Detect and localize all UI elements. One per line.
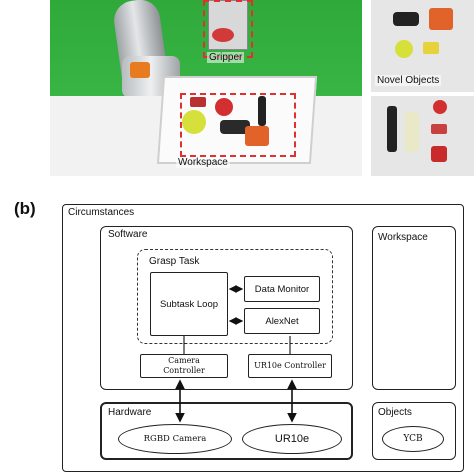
object-drill — [245, 126, 269, 146]
object-mug-small — [431, 146, 447, 162]
object-bottle-small — [405, 112, 419, 152]
grasp-task-box — [137, 249, 333, 344]
objects-box — [372, 402, 456, 460]
ur10e-label: UR10e — [274, 433, 310, 445]
robot-sticker — [130, 62, 150, 78]
camera-controller-label-line1: Camera — [168, 356, 200, 365]
alexnet-label: AlexNet — [265, 315, 299, 327]
novel-objects-label: Novel Objects — [375, 75, 442, 86]
object-spatula-small — [387, 106, 397, 152]
software-box — [100, 226, 353, 390]
grasp-task-title: Grasp Task — [149, 256, 200, 267]
hardware-box — [100, 402, 353, 460]
object-red-ball — [212, 28, 234, 42]
object-red-ball-small — [433, 100, 447, 114]
workspace-box — [372, 226, 456, 390]
object-clamp-small — [393, 12, 419, 26]
circumstances-box — [62, 204, 464, 472]
ycb-label: YCB — [403, 434, 423, 444]
object-box-small — [431, 124, 447, 134]
alexnet-box: AlexNet — [244, 308, 320, 334]
object-drill-small — [429, 8, 453, 30]
object-tennis-ball — [182, 110, 206, 134]
data-monitor-label: Data Monitor — [254, 283, 310, 295]
object-spatula — [258, 96, 266, 126]
object-sponge-small — [423, 42, 439, 54]
novel-objects-photo: Novel Objects — [371, 0, 474, 176]
ycb-oval: YCB — [382, 426, 444, 452]
photo-divider — [371, 92, 474, 96]
objects-title: Objects — [378, 407, 412, 418]
gripper-label: Gripper — [207, 52, 245, 63]
object-block — [190, 97, 206, 107]
object-red-cup — [215, 98, 233, 116]
subtask-loop-box: Subtask Loop — [150, 272, 228, 336]
ur10e-controller-box: UR10e Controller — [248, 354, 332, 378]
ur10e-controller-label: UR10e Controller — [254, 361, 326, 370]
rgbd-camera-oval: RGBD Camera — [118, 424, 232, 454]
data-monitor-box: Data Monitor — [244, 276, 320, 302]
panel-label: (b) — [14, 199, 36, 218]
robot-workspace-photo: Gripper Workspace — [50, 0, 362, 176]
workspace-highlight-box — [180, 93, 296, 157]
rgbd-camera-label: RGBD Camera — [143, 434, 207, 444]
object-tennis-ball-small — [395, 40, 413, 58]
hardware-title: Hardware — [108, 407, 152, 418]
workspace-title: Workspace — [378, 232, 428, 243]
camera-controller-box: Camera Controller — [140, 354, 228, 378]
object-clamp — [220, 120, 250, 134]
software-title: Software — [108, 229, 148, 240]
ur10e-oval: UR10e — [242, 424, 342, 454]
camera-controller-label-line2: Controller — [163, 366, 205, 375]
circumstances-title: Circumstances — [68, 207, 135, 218]
subtask-loop-label: Subtask Loop — [159, 298, 219, 310]
workspace-label: Workspace — [176, 157, 230, 168]
